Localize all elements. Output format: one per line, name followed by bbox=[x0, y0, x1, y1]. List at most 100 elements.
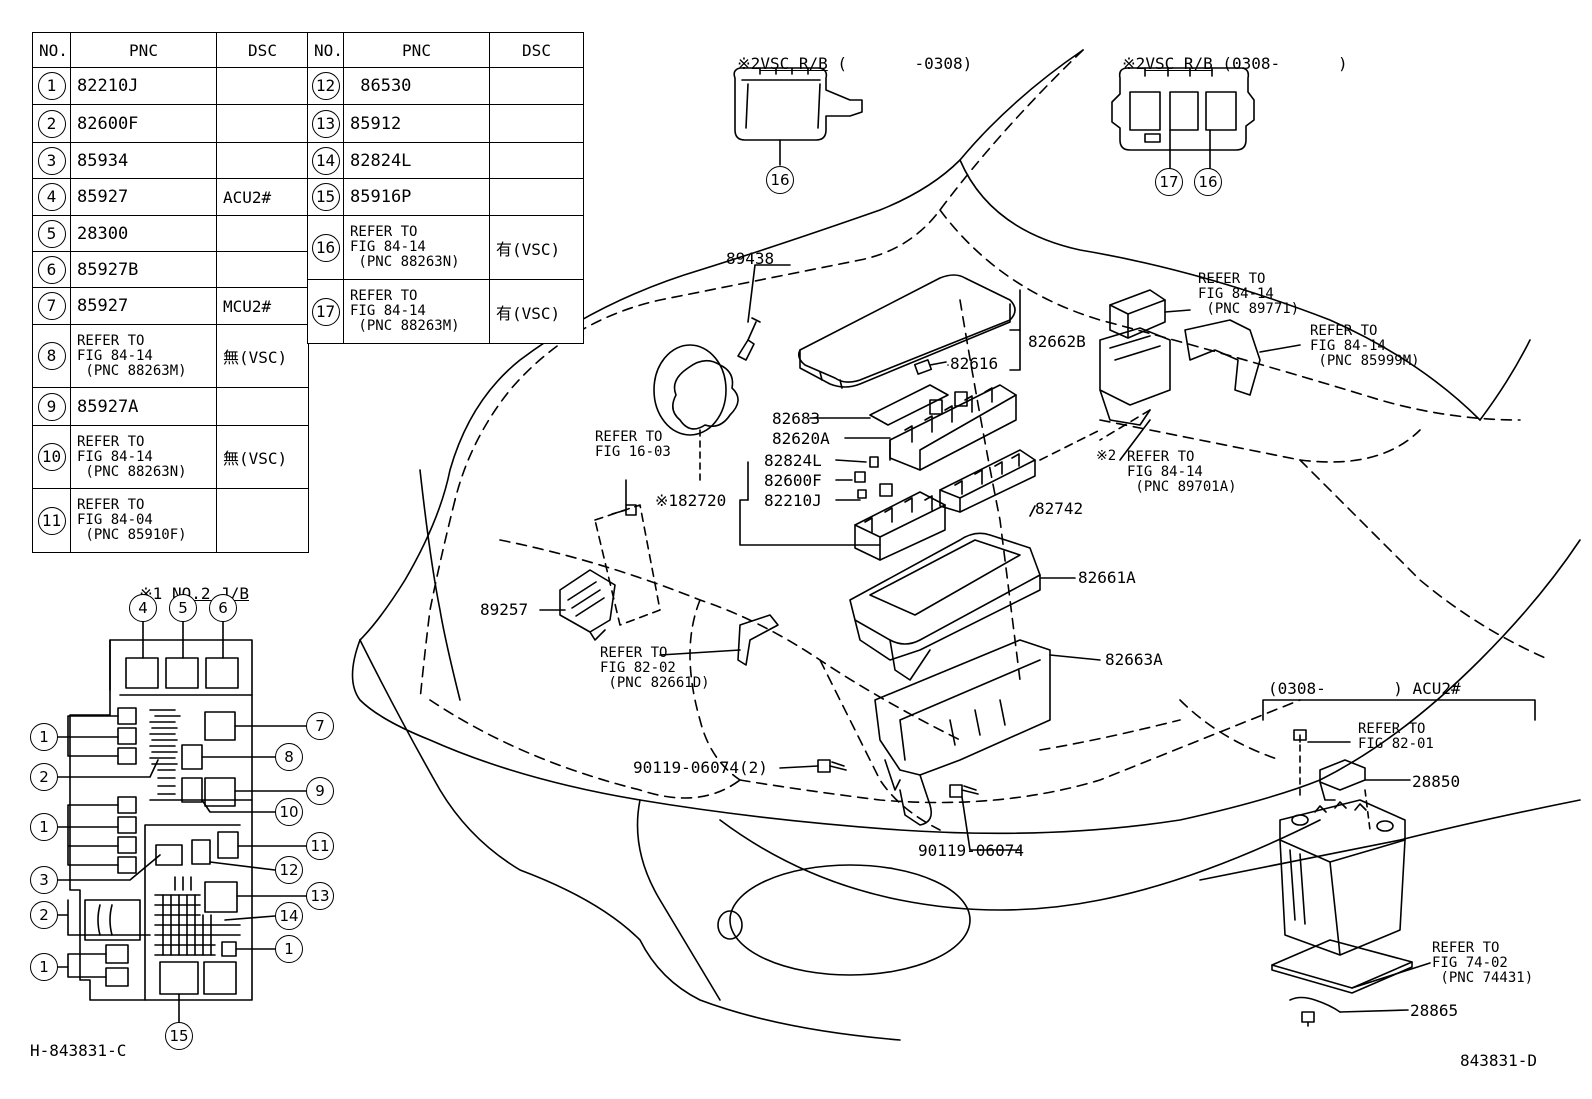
row-pnc: REFER TO FIG 84-14 (PNC 88263M) bbox=[70, 324, 217, 388]
acu-section-frame bbox=[1262, 699, 1536, 721]
part-label: 89257 bbox=[480, 600, 529, 619]
row-dsc bbox=[489, 67, 584, 105]
row-number: 2 bbox=[37, 109, 66, 138]
row-number: 13 bbox=[311, 109, 340, 138]
vsc-mark: ※2 bbox=[1122, 54, 1146, 73]
part-label: 28865 bbox=[1410, 1001, 1459, 1020]
fuse-block-82210j bbox=[854, 491, 946, 561]
row-pnc: 86530 bbox=[343, 67, 490, 105]
row-dsc bbox=[216, 387, 309, 426]
table-row: 14 82824L bbox=[307, 142, 584, 179]
vsc-rb-right-title: ※2VSC R/B (0308- ) bbox=[1103, 38, 1348, 73]
row-number: 7 bbox=[37, 292, 66, 320]
vsc-range: (0308- ) bbox=[1222, 54, 1348, 73]
callout-number: 13 bbox=[306, 882, 334, 910]
row-number: 8 bbox=[37, 342, 66, 370]
row-number: 15 bbox=[311, 183, 340, 211]
callout-number: 8 bbox=[275, 743, 303, 771]
part-label: ※182720 bbox=[655, 491, 727, 510]
callout-number: 3 bbox=[30, 866, 58, 894]
row-number: 16 bbox=[311, 233, 340, 262]
table-row: 2 82600F bbox=[32, 104, 309, 143]
vsc-rb-right-connector bbox=[1111, 67, 1255, 169]
vsc-rb-left-connector bbox=[733, 67, 863, 166]
row-number: 10 bbox=[37, 443, 66, 471]
row-dsc: 無(VSC) bbox=[216, 324, 309, 388]
callout-number: 15 bbox=[165, 1022, 193, 1050]
row-number: 6 bbox=[37, 255, 66, 284]
fuse-block-82620a bbox=[889, 384, 1017, 471]
row-number: 3 bbox=[37, 146, 66, 175]
part-label: 82600F bbox=[764, 471, 822, 490]
part-label: 82616 bbox=[950, 354, 999, 373]
row-dsc bbox=[216, 251, 309, 288]
table-row: 10 REFER TO FIG 84-14 (PNC 88263N) 無(VSC… bbox=[32, 425, 309, 489]
callout-number: 16 bbox=[766, 166, 794, 194]
row-dsc bbox=[216, 215, 309, 252]
refer-label: REFER TO FIG 84-14 (PNC 89771) bbox=[1198, 271, 1300, 317]
row-pnc: 28300 bbox=[70, 215, 217, 252]
row-dsc bbox=[489, 142, 584, 179]
acu-section-title: (0308- ) ACU2# bbox=[1268, 679, 1461, 698]
screw-82616 bbox=[913, 359, 947, 375]
refer-label: REFER TO FIG 74-02 (PNC 74431) bbox=[1432, 940, 1534, 986]
battery-cable-28865 bbox=[1289, 996, 1341, 1027]
table-row: 3 85934 bbox=[32, 142, 309, 179]
callout-number: 10 bbox=[275, 798, 303, 826]
row-pnc: 85927 bbox=[70, 287, 217, 325]
sensor-89438 bbox=[737, 317, 761, 361]
row-number: 11 bbox=[37, 506, 66, 535]
bracket-ref-82-02 bbox=[737, 614, 779, 666]
relay-box-lower-82661a bbox=[849, 532, 1041, 681]
battery-28300 bbox=[1279, 799, 1406, 956]
parts-table-left: NO. PNC DSC 1 82210J 2 82600F 3 85934 4 … bbox=[32, 32, 309, 553]
table-header-row: NO. PNC DSC bbox=[307, 32, 584, 68]
callout-number: 2 bbox=[30, 763, 58, 791]
callout-number: 16 bbox=[1194, 168, 1222, 196]
table-row: 12 86530 bbox=[307, 67, 584, 105]
table-row: 17 REFER TO FIG 84-14 (PNC 88263M) 有(VSC… bbox=[307, 279, 584, 344]
row-pnc: 82210J bbox=[70, 67, 217, 105]
refer-label: REFER TO FIG 82-01 bbox=[1358, 721, 1434, 752]
row-pnc: REFER TO FIG 84-14 (PNC 88263N) bbox=[70, 425, 217, 489]
bracket-82663a bbox=[874, 639, 1051, 826]
resistor-89257 bbox=[559, 569, 616, 641]
table-row: 13 85912 bbox=[307, 104, 584, 143]
header-no: NO. bbox=[32, 32, 71, 68]
part-label: 82742 bbox=[1035, 499, 1084, 518]
callout-number: 6 bbox=[209, 594, 237, 622]
parts-table-right: NO. PNC DSC 12 86530 13 85912 14 82824L … bbox=[307, 32, 584, 344]
refer-label: REFER TO FIG 84-14 (PNC 85999M) bbox=[1310, 323, 1420, 369]
relay-cover-89771 bbox=[1109, 289, 1166, 339]
callout-number: 1 bbox=[30, 723, 58, 751]
row-dsc: MCU2# bbox=[216, 287, 309, 325]
row-number: 1 bbox=[37, 72, 66, 100]
part-label: 90119-06074(2) bbox=[633, 758, 768, 777]
vsc-name: VSC R/B bbox=[760, 54, 828, 73]
row-number: 12 bbox=[311, 72, 340, 100]
callout-number: 5 bbox=[169, 594, 197, 622]
callout-number: 1 bbox=[30, 813, 58, 841]
header-dsc: DSC bbox=[216, 32, 309, 68]
row-dsc bbox=[216, 488, 309, 553]
header-no: NO. bbox=[307, 32, 344, 68]
row-dsc: ACU2# bbox=[216, 178, 309, 216]
row-pnc: 82600F bbox=[70, 104, 217, 143]
junction-block-no2 bbox=[69, 639, 253, 1001]
bolt-90119-a bbox=[817, 759, 847, 773]
battery-tray bbox=[1271, 939, 1413, 994]
relay-block-89701a bbox=[1099, 327, 1171, 426]
row-pnc: 85927 bbox=[70, 178, 217, 216]
label-sheet-82683 bbox=[869, 384, 949, 426]
row-pnc: REFER TO FIG 84-14 (PNC 88263M) bbox=[343, 279, 490, 344]
vsc-range: ( -0308) bbox=[837, 54, 973, 73]
relay-box-cover-82662b bbox=[798, 274, 1016, 389]
drawing-code-right: 843831-D bbox=[1460, 1051, 1538, 1070]
table-row: 8 REFER TO FIG 84-14 (PNC 88263M) 無(VSC) bbox=[32, 324, 309, 388]
row-dsc bbox=[489, 178, 584, 216]
row-number: 4 bbox=[37, 183, 66, 211]
part-label: 82824L bbox=[764, 451, 822, 470]
part-label: 82661A bbox=[1078, 568, 1136, 587]
row-dsc bbox=[216, 104, 309, 143]
part-label: 89438 bbox=[726, 249, 775, 268]
